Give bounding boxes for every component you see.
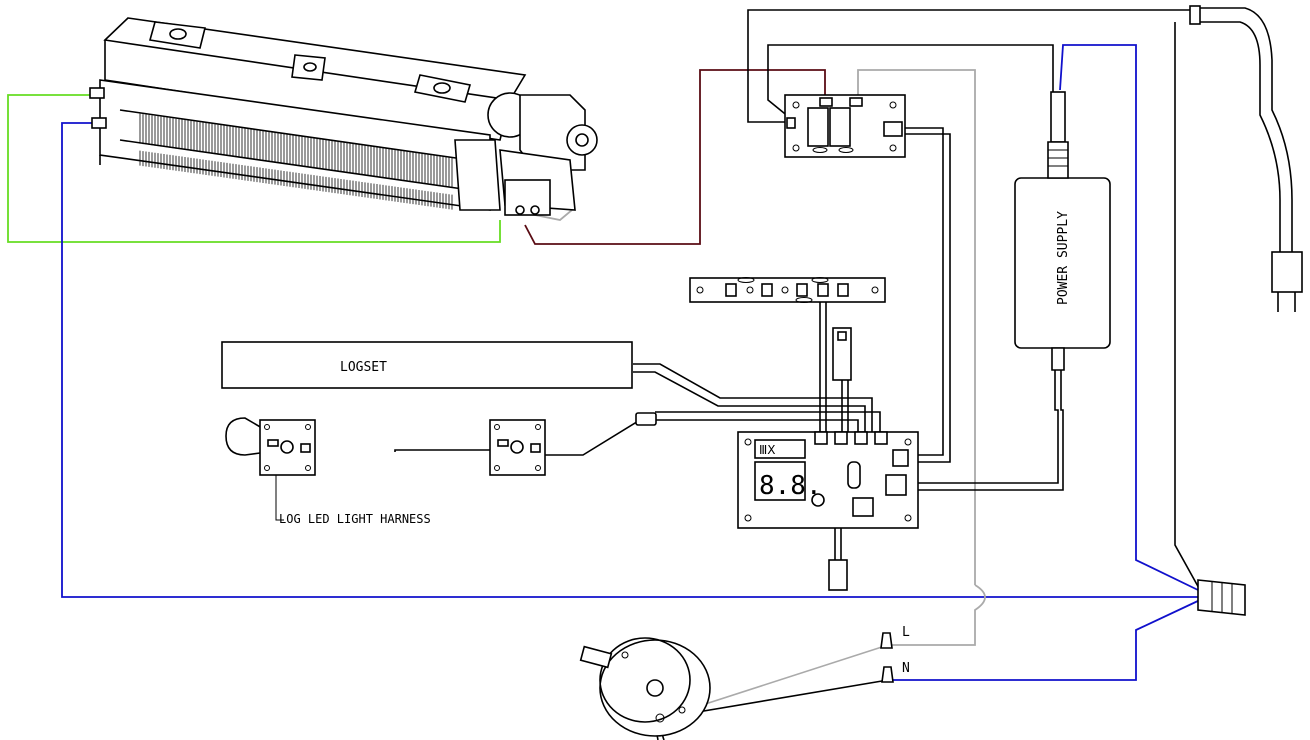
heater-assembly xyxy=(89,17,598,216)
logset: LOGSET xyxy=(221,341,633,389)
sensor-module xyxy=(832,327,852,381)
line-terminal: L xyxy=(880,625,910,649)
power-supply-label: POWER SUPPLY xyxy=(1056,211,1071,305)
blue-wire-power xyxy=(1059,44,1199,591)
control-board: ⅢⅩ 8.8. xyxy=(737,431,919,591)
switch-board xyxy=(689,277,886,303)
power-cord xyxy=(1189,5,1303,312)
relay-board xyxy=(784,94,906,158)
blue-wire-neutral xyxy=(890,599,1201,681)
wire-nut xyxy=(1197,579,1246,616)
logset-label: LOGSET xyxy=(340,360,387,375)
fan-motor xyxy=(579,637,711,737)
line-terminal-label: L xyxy=(902,625,910,640)
black-wires xyxy=(225,9,1201,740)
seven-segment-display: 8.8. xyxy=(759,471,822,501)
power-supply: POWER SUPPLY xyxy=(1014,91,1111,371)
neutral-terminal-label: N xyxy=(902,661,910,676)
green-wire xyxy=(7,94,501,243)
maroon-wire xyxy=(524,69,826,245)
log-led-light-harness: LOG LED LIGHT HARNESS xyxy=(259,412,657,526)
gray-wire-line xyxy=(519,69,986,719)
neutral-terminal: N xyxy=(881,661,910,683)
blue-wire-heater xyxy=(61,122,1200,598)
indicator-icons: ⅢⅩ xyxy=(759,443,776,457)
log-led-light-harness-label: LOG LED LIGHT HARNESS xyxy=(279,512,431,526)
